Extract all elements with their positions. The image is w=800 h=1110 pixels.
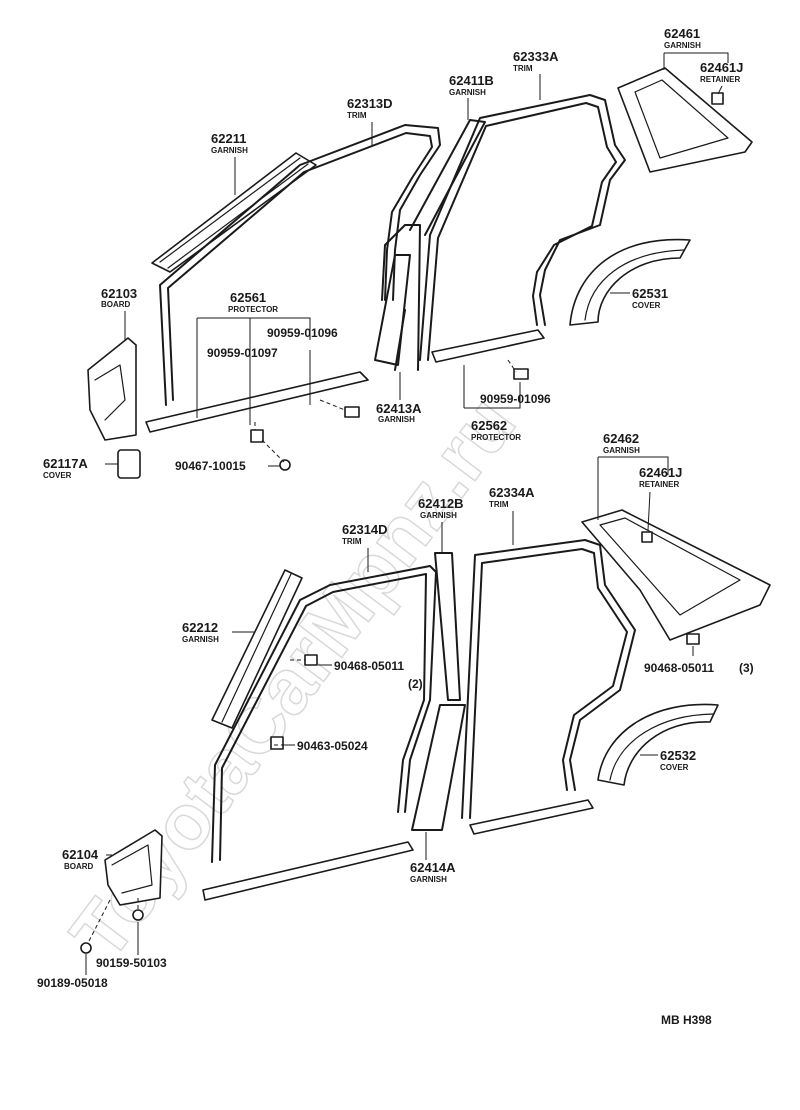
clip-90468-05011[interactable]: [304, 654, 318, 666]
label-62333A-name: TRIM: [513, 64, 533, 73]
screw-90189-05018[interactable]: [80, 942, 92, 954]
label-62461J-top: 62461J: [700, 60, 743, 75]
sill-front-lower[interactable]: [202, 841, 414, 901]
lower-assembly: [80, 509, 771, 954]
label-62462: 62462: [603, 431, 639, 446]
clip-90959-01096[interactable]: [344, 406, 360, 418]
label-62117A: 62117A: [43, 456, 88, 471]
label-62461J-bottom: 62461J: [639, 465, 682, 480]
label-62212-name: GARNISH: [182, 635, 219, 644]
label-62532-name: COVER: [660, 763, 689, 772]
label-90959-01096-lower: 90959-01096: [480, 392, 551, 406]
label-62411B-name: GARNISH: [449, 88, 486, 97]
clip-90959-01097[interactable]: [250, 429, 264, 443]
part-62314D-trim[interactable]: [211, 565, 437, 863]
clip-90959-01096-rear[interactable]: [513, 368, 529, 380]
label-62461: 62461: [664, 26, 700, 41]
label-62462-name: GARNISH: [603, 446, 640, 455]
part-62103-board[interactable]: [87, 337, 137, 441]
label-62211-name: GARNISH: [211, 146, 248, 155]
clip-90467-10015[interactable]: [279, 459, 291, 471]
label-90468-05011-left: 90468-05011: [334, 659, 404, 673]
screw-90159-50103[interactable]: [132, 909, 144, 921]
part-62334A-trim[interactable]: [461, 539, 636, 819]
label-62313D-name: TRIM: [347, 111, 367, 120]
diagram-code: MB H398: [661, 1013, 712, 1027]
clip-90463-05024[interactable]: [270, 736, 284, 750]
label-62531-name: COVER: [632, 301, 661, 310]
label-62212: 62212: [182, 620, 218, 635]
part-62461-garnish[interactable]: [617, 67, 753, 173]
part-62412B-garnish[interactable]: [434, 552, 461, 701]
label-90467-10015: 90467-10015: [175, 459, 246, 473]
label-62333A: 62333A: [513, 49, 559, 64]
label-62104: 62104: [62, 847, 99, 862]
label-62103-name: BOARD: [101, 300, 131, 309]
part-62313D-trim[interactable]: [159, 124, 441, 406]
part-62461J-retainer[interactable]: [711, 92, 724, 105]
part-62562-protector[interactable]: [431, 329, 545, 363]
label-62314D-name: TRIM: [342, 537, 362, 546]
callout-labels: 62461 GARNISH 62461J RETAINER 62333A TRI…: [37, 26, 754, 1027]
label-62562: 62562: [471, 418, 507, 433]
label-62531: 62531: [632, 286, 668, 301]
label-62314D: 62314D: [342, 522, 388, 537]
label-90189-05018: 90189-05018: [37, 976, 108, 990]
label-62412B: 62412B: [418, 496, 464, 511]
label-90463-05024: 90463-05024: [297, 739, 368, 753]
label-62414A-name: GARNISH: [410, 875, 447, 884]
label-62412B-name: GARNISH: [420, 511, 457, 520]
label-90468-05011-right-qty: (3): [739, 661, 754, 675]
label-90468-05011-right: 90468-05011: [644, 661, 714, 675]
part-62461J-retainer-lower[interactable]: [641, 531, 653, 543]
label-62414A: 62414A: [410, 860, 456, 875]
label-62334A: 62334A: [489, 485, 535, 500]
label-62561: 62561: [230, 290, 266, 305]
label-90959-01097: 90959-01097: [207, 346, 278, 360]
label-62532: 62532: [660, 748, 696, 763]
label-62413A-name: GARNISH: [378, 415, 415, 424]
label-62461J-top-name: RETAINER: [700, 75, 741, 84]
part-62462-garnish[interactable]: [581, 509, 771, 641]
label-62562-name: PROTECTOR: [471, 433, 521, 442]
label-62104-name: BOARD: [64, 862, 94, 871]
sill-rear-lower[interactable]: [469, 799, 594, 835]
label-90959-01096-upper: 90959-01096: [267, 326, 338, 340]
label-62334A-name: TRIM: [489, 500, 509, 509]
label-62103: 62103: [101, 286, 137, 301]
label-62313D: 62313D: [347, 96, 393, 111]
upper-assembly: [87, 67, 753, 479]
clip-90468-05011-rear[interactable]: [686, 633, 700, 645]
label-90468-05011-left-qty: (2): [408, 677, 423, 691]
part-62333A-trim[interactable]: [419, 94, 626, 361]
part-62561-protector[interactable]: [145, 371, 369, 433]
label-62561-name: PROTECTOR: [228, 305, 278, 314]
part-62212-garnish[interactable]: [211, 569, 303, 729]
part-62211-garnish[interactable]: [151, 152, 317, 273]
label-62211: 62211: [211, 131, 246, 146]
part-62117A-cover[interactable]: [117, 449, 141, 479]
part-62414A-garnish[interactable]: [411, 704, 466, 831]
label-62117A-name: COVER: [43, 471, 72, 480]
part-62531-cover[interactable]: [569, 238, 691, 326]
part-62413A-garnish[interactable]: [374, 254, 411, 366]
label-62413A: 62413A: [376, 401, 422, 416]
label-62461J-bottom-name: RETAINER: [639, 480, 680, 489]
label-62461-name: GARNISH: [664, 41, 701, 50]
label-62411B: 62411B: [449, 73, 494, 88]
label-90159-50103: 90159-50103: [96, 956, 167, 970]
part-62532-cover[interactable]: [597, 703, 719, 786]
